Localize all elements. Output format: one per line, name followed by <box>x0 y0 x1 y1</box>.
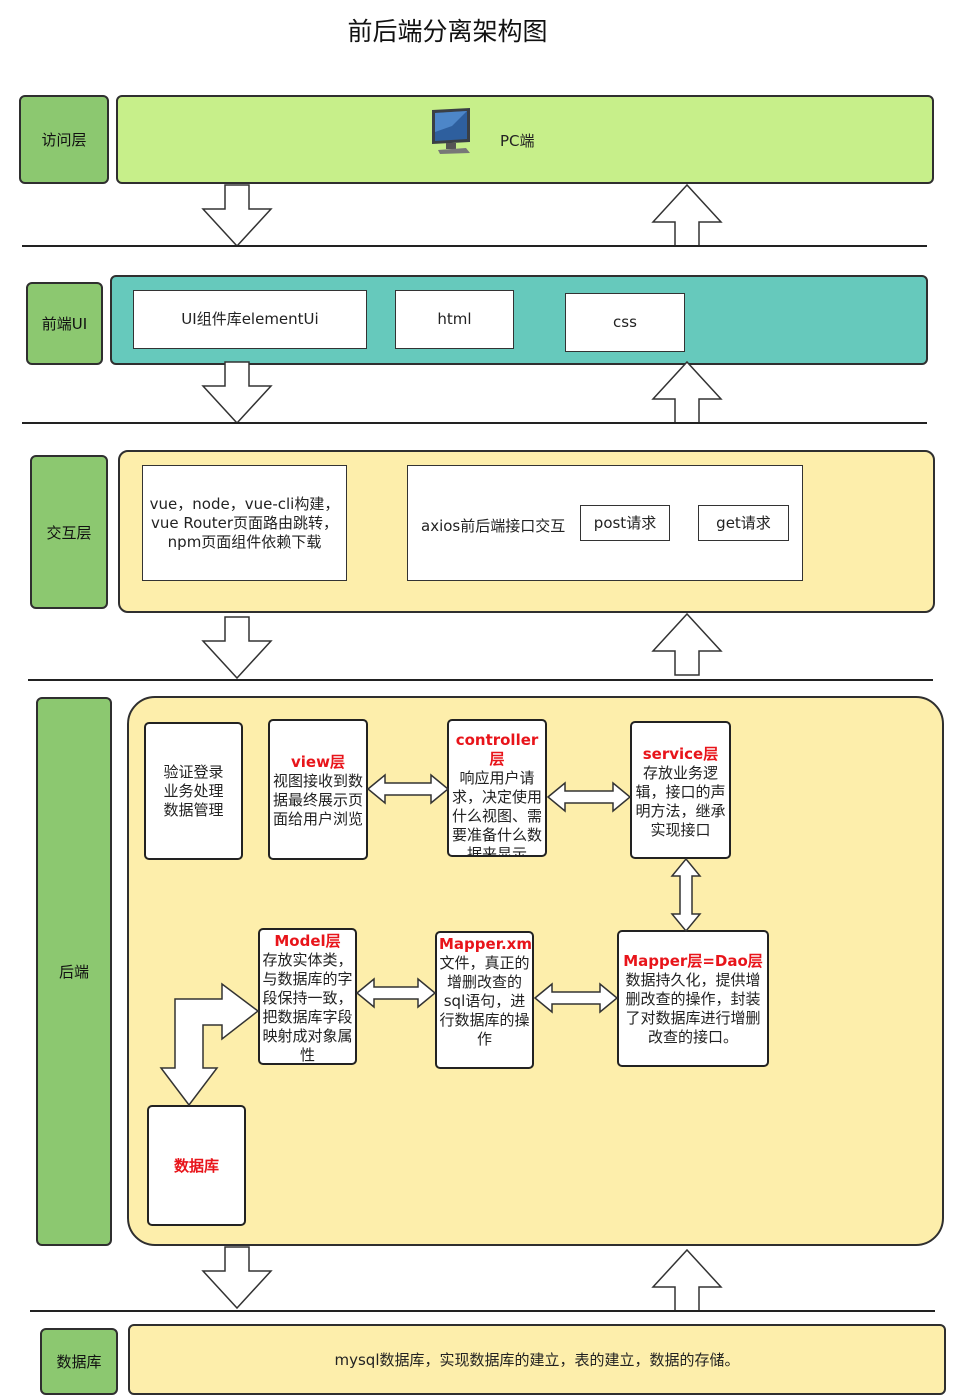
layer-label-frontend: 前端UI <box>26 282 103 365</box>
controller-layer-box: controller层 响应用户请求，决定使用什么视图、需要准备什么数据来显示 <box>447 719 547 857</box>
model-layer-heading: Model层 <box>274 932 341 950</box>
mapper-xml-heading: Mapper.xml <box>439 935 534 953</box>
backend-intro-text: 验证登录 业务处理 数据管理 <box>163 762 224 819</box>
service-layer-heading: service层 <box>642 745 719 763</box>
down-arrow-icon <box>201 1246 273 1310</box>
down-arrow-icon <box>201 361 273 425</box>
layer-label-database: 数据库 <box>40 1328 118 1395</box>
view-layer-heading: view层 <box>291 753 345 771</box>
service-layer-text: 存放业务逻辑，接口的声明方法，继承实现接口 <box>635 764 726 839</box>
model-layer-text: 存放实体类，与数据库的字段保持一致，把数据库字段映射成对象属性 <box>262 951 353 1064</box>
layer-label-interaction: 交互层 <box>30 455 108 609</box>
get-request-box: get请求 <box>698 505 789 541</box>
double-arrow-icon <box>533 982 619 1014</box>
double-arrow-icon <box>366 773 450 805</box>
controller-layer-text: 响应用户请求，决定使用什么视图、需要准备什么数据来显示 <box>451 769 542 857</box>
divider-line <box>28 679 933 681</box>
up-arrow-icon <box>651 1248 723 1312</box>
post-request-box: post请求 <box>580 505 670 541</box>
database-text: mysql数据库，实现数据库的建立，表的建立，数据的存储。 <box>334 1351 740 1369</box>
css-box: css <box>565 293 685 352</box>
mapper-dao-text: 数据持久化，提供增删改查的操作，封装了对数据库进行增删改查的接口。 <box>625 971 761 1046</box>
vue-tools-text: vue，node，vue-cli构建， vue Router页面路由跳转， np… <box>149 494 340 551</box>
database-box-label: 数据库 <box>173 1157 219 1175</box>
bent-arrow-icon <box>159 982 260 1107</box>
mapper-xml-text: 文件，真正的增删改查的sql语句，进行数据库的操作 <box>439 954 530 1048</box>
elementui-box: UI组件库elementUi <box>133 290 367 349</box>
mapper-xml-box: Mapper.xml 文件，真正的增删改查的sql语句，进行数据库的操作 <box>435 931 534 1069</box>
down-arrow-icon <box>201 616 273 680</box>
layer-label-backend: 后端 <box>36 697 112 1246</box>
database-box: 数据库 <box>147 1105 246 1226</box>
view-layer-box: view层 视图接收到数据最终展示页面给用户浏览 <box>268 719 368 860</box>
divider-line <box>22 422 927 424</box>
divider-line <box>22 245 927 247</box>
axios-text: axios前后端接口交互 <box>421 517 566 535</box>
service-layer-box: service层 存放业务逻辑，接口的声明方法，继承实现接口 <box>630 721 731 859</box>
up-arrow-icon <box>651 183 723 247</box>
monitor-icon <box>432 108 470 154</box>
html-box: html <box>395 290 514 349</box>
page-title: 前后端分离架构图 <box>347 17 548 46</box>
pc-label: PC端 <box>500 132 535 150</box>
double-arrow-icon <box>546 781 632 813</box>
view-layer-text: 视图接收到数据最终展示页面给用户浏览 <box>272 772 363 828</box>
database-panel: mysql数据库，实现数据库的建立，表的建立，数据的存储。 <box>128 1324 946 1395</box>
divider-line <box>30 1310 935 1312</box>
mapper-dao-box: Mapper层=Dao层 数据持久化，提供增删改查的操作，封装了对数据库进行增删… <box>617 930 769 1067</box>
model-layer-box: Model层 存放实体类，与数据库的字段保持一致，把数据库字段映射成对象属性 <box>258 928 357 1065</box>
double-arrow-icon <box>355 977 437 1009</box>
down-arrow-icon <box>201 184 273 248</box>
layer-label-access: 访问层 <box>19 95 109 184</box>
access-panel <box>116 95 934 184</box>
vue-tools-box: vue，node，vue-cli构建， vue Router页面路由跳转， np… <box>142 465 347 581</box>
double-arrow-icon <box>670 857 702 933</box>
up-arrow-icon <box>651 360 723 424</box>
up-arrow-icon <box>651 612 723 676</box>
controller-layer-heading: controller层 <box>455 731 539 768</box>
mapper-dao-heading: Mapper层=Dao层 <box>623 952 763 970</box>
backend-intro-box: 验证登录 业务处理 数据管理 <box>144 722 243 860</box>
